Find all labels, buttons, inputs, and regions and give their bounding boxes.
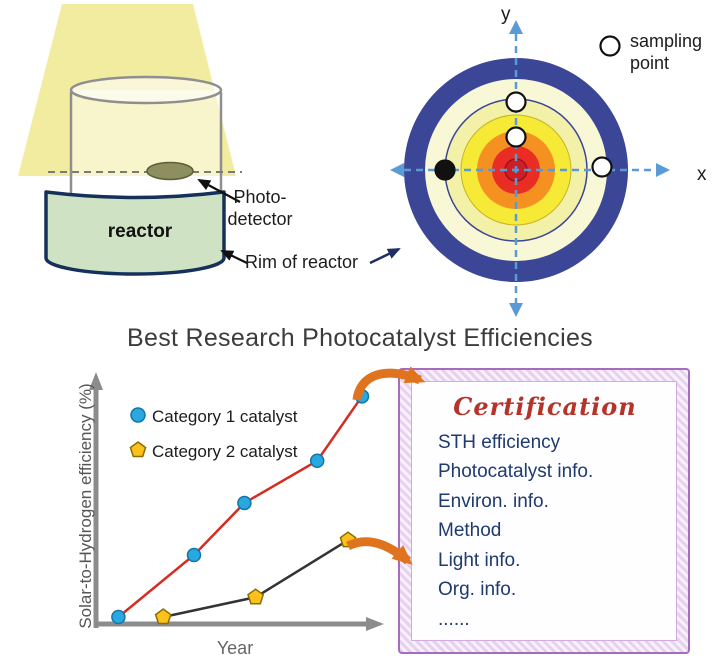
crosshair-arrowhead-left	[390, 163, 404, 177]
certificate-item: Light info.	[438, 549, 521, 571]
photodetector-label: Photo- detector	[212, 187, 308, 230]
x-axis-arrowhead	[366, 617, 384, 631]
sampling-point-marker	[505, 91, 527, 113]
target-y-axis-label: y	[501, 4, 511, 25]
chart-title: Best Research Photocatalyst Efficiencies	[127, 324, 593, 352]
arrow-category1-to-certificate	[352, 366, 426, 401]
photodetector	[146, 161, 194, 181]
rim-to-ring-arrow	[369, 247, 401, 265]
crosshair-axes	[390, 20, 670, 317]
certificate-item: Environ. info.	[438, 490, 549, 512]
chart-x-axis-label: Year	[216, 638, 254, 658]
series-marker	[154, 608, 172, 625]
beaker-rim	[69, 75, 223, 105]
arrow-category2-to-certificate	[345, 537, 413, 565]
certificate-item: Method	[438, 520, 502, 542]
certificate-item: ......	[438, 608, 470, 630]
transfer-arrows	[345, 366, 426, 565]
reactor-vessel	[44, 190, 226, 276]
rim-pointer-arrow	[220, 250, 248, 264]
certificate: Certification STH efficiency Photocataly…	[398, 368, 690, 654]
series-marker	[237, 495, 252, 511]
legend-category2-label: Category 2 catalyst	[152, 442, 298, 461]
photodetector-label-line2: detector	[227, 208, 293, 229]
certificate-item: Photocatalyst info.	[438, 461, 594, 483]
series-marker	[247, 588, 265, 605]
sampling-point-legend-line1: sampling	[630, 31, 703, 51]
legend-category2-icon	[129, 441, 147, 458]
series-marker	[186, 547, 202, 563]
sampling-point-legend-line2: point	[630, 52, 670, 73]
chart-y-axis-label: Solar-to-Hydrogen efficiency (%)	[76, 383, 95, 629]
chart-axes	[89, 372, 384, 631]
sampling-point-marker	[505, 126, 527, 148]
photodetector-label-line1: Photo-	[233, 187, 287, 207]
crosshair-arrowhead-up	[509, 20, 523, 34]
target-diagram	[369, 20, 670, 317]
crosshair-arrowhead-down	[509, 303, 523, 317]
certificate-item: STH efficiency	[438, 432, 561, 453]
legend-category1-icon	[130, 407, 146, 423]
rim-of-reactor-label: Rim of reactor	[245, 252, 359, 272]
photodetector-pointer-arrow	[197, 179, 241, 203]
certificate-title: Certification	[453, 392, 637, 421]
certificate-inner: Certification STH efficiency Photocataly…	[411, 381, 677, 641]
certificate-item: Org. info.	[438, 579, 517, 601]
target-x-axis-label: x	[697, 164, 707, 185]
sampling-points	[434, 91, 613, 181]
legend-sampling-point-icon	[599, 35, 621, 57]
legend-category1-label: Category 1 catalyst	[152, 407, 298, 426]
crosshair-arrowhead-right	[656, 163, 670, 177]
series-marker	[111, 609, 126, 625]
y-axis-arrowhead	[89, 372, 103, 390]
sampling-point-marker	[591, 156, 613, 178]
reactor-illustration	[18, 4, 248, 276]
reactor-label: reactor	[107, 221, 173, 242]
sampling-point-legend-label: sampling point	[630, 31, 702, 74]
selected-sampling-point-marker	[434, 159, 456, 181]
series-marker	[309, 453, 325, 469]
